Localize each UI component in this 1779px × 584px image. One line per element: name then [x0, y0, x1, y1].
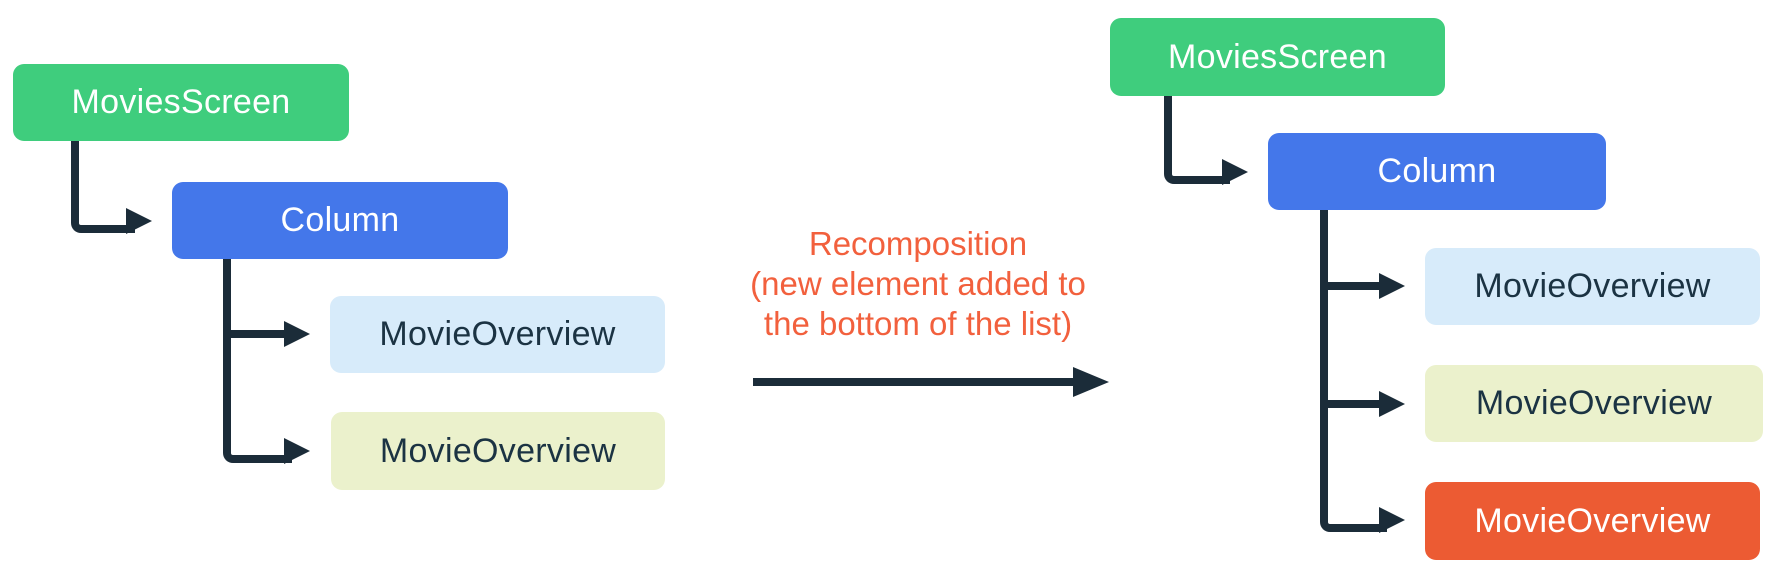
right-connector-branch-2	[1324, 400, 1379, 408]
arrow-head-icon	[1379, 273, 1405, 299]
caption-line-2: (new element added to	[750, 265, 1086, 302]
arrow-head-icon	[284, 438, 310, 464]
right-tree-node-movieoverview-2: MovieOverview	[1425, 365, 1763, 442]
right-connector-branch-1	[1324, 282, 1379, 290]
right-connector-root-to-column	[1164, 96, 1230, 184]
arrow-head-icon	[1379, 507, 1405, 533]
right-tree-node-column: Column	[1268, 133, 1606, 210]
arrow-head-icon	[126, 208, 152, 234]
right-tree-node-movieoverview-new: MovieOverview	[1425, 482, 1760, 560]
arrow-head-icon	[1379, 391, 1405, 417]
left-tree-node-moviesscreen: MoviesScreen	[13, 64, 349, 141]
left-tree-node-movieoverview-2: MovieOverview	[331, 412, 665, 490]
right-tree-node-moviesscreen: MoviesScreen	[1110, 18, 1445, 96]
arrow-head-icon	[1222, 159, 1248, 185]
caption-line-1: Recomposition	[808, 225, 1028, 262]
left-connector-column-trunk	[223, 259, 292, 463]
left-connector-branch-1	[227, 330, 284, 338]
right-connector-column-trunk	[1320, 210, 1387, 532]
left-connector-root-to-column	[71, 141, 135, 233]
left-tree-node-movieoverview-1: MovieOverview	[330, 296, 665, 373]
arrow-head-icon	[284, 321, 310, 347]
recomposition-arrow	[753, 378, 1073, 386]
caption-line-3: the bottom of the list)	[763, 305, 1073, 342]
left-tree-node-column: Column	[172, 182, 508, 259]
recomposition-caption: Recomposition (new element added to the …	[702, 224, 1134, 344]
arrow-head-icon	[1073, 367, 1109, 397]
right-tree-node-movieoverview-1: MovieOverview	[1425, 248, 1760, 325]
